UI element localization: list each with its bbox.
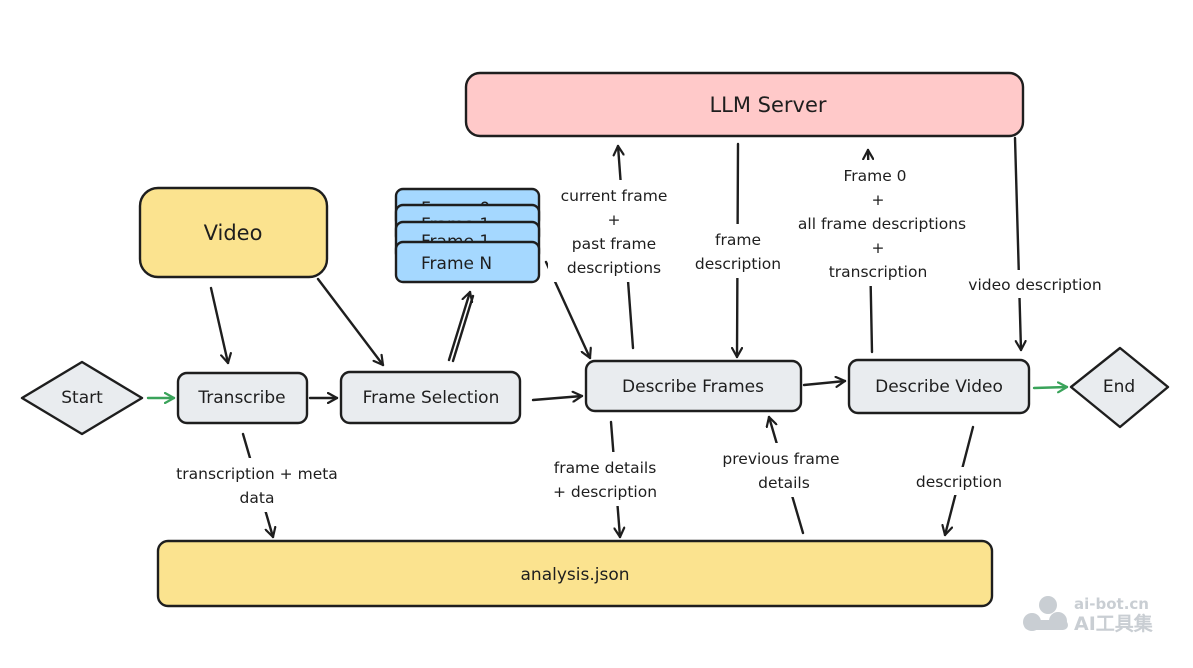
watermark-line2: AI工具集 [1074,612,1154,635]
describe-video-node: Describe Video [847,358,1031,415]
label-description: description [903,467,1015,495]
label-frame-description-line1: frame [715,231,761,249]
analysis-json-label: analysis.json [521,565,630,585]
label-previous-frame-line1: previous frame [722,450,839,468]
label-frame-details-line2: + description [553,483,657,501]
label-frame0-all-line1: Frame 0 [843,167,906,185]
arrow-video-to-frame-selection [316,277,385,367]
label-description-text: description [916,473,1002,491]
transcribe-node: Transcribe [176,371,309,425]
label-frame0-all: Frame 0 + all frame descriptions + trans… [782,160,984,286]
llm-server-label: LLM Server [709,93,826,117]
arrow-describe-frames-to-describe-video [802,381,847,385]
label-previous-frame-line2: details [758,474,810,492]
label-current-frame: current frame + past frame descriptions [548,180,682,282]
arrow-describe-video-to-end [1032,387,1069,388]
label-frame0-all-line4: + [872,239,885,257]
label-current-frame-line3: past frame [572,235,656,253]
describe-frames-node: Describe Frames [584,359,803,413]
start-node: Start [20,360,144,436]
watermark-line1: ai-bot.cn [1074,595,1149,613]
label-frame0-all-line3: all frame descriptions [798,215,966,233]
arrow-frame-selection-to-frames [447,290,470,362]
label-current-frame-line4: descriptions [567,259,661,277]
arrow-frame-selection-to-describe-frames [531,396,584,400]
transcribe-label: Transcribe [197,388,285,408]
start-label: Start [61,388,103,408]
watermark-logo-icon [1023,596,1068,631]
label-frame-description: frame description [686,224,790,278]
label-video-description: video description [955,270,1117,298]
label-frame0-all-line2: + [872,191,885,209]
frame-selection-label: Frame Selection [363,388,500,408]
label-frame-description-line2: description [695,255,781,273]
label-frame-details: frame details + description [538,452,672,506]
analysis-json-node: analysis.json [156,539,994,608]
label-transcription-meta: transcription + meta data [160,458,356,512]
label-frame-details-line1: frame details [554,459,657,477]
arrow-video-to-transcribe [209,286,228,365]
label-transcription-meta-line2: data [240,489,275,507]
video-node: Video [138,186,329,279]
label-transcription-meta-line1: transcription + meta [176,465,338,483]
frame-stack: Frame 0 Frame 1 Frame 1 Frame N [394,187,541,284]
video-label: Video [204,221,263,245]
frame-card-n-label: Frame N [421,254,492,274]
frame-selection-node: Frame Selection [339,370,522,425]
arrow-frame-selection-to-frames-double [451,294,475,363]
label-frame0-all-line5: transcription [829,263,928,281]
label-current-frame-line1: current frame [561,187,668,205]
llm-server-node: LLM Server [464,71,1025,138]
end-label: End [1103,377,1135,397]
label-current-frame-line2: + [608,211,621,229]
watermark: ai-bot.cn AI工具集 [1023,595,1154,635]
end-node: End [1069,346,1170,429]
label-video-description-text: video description [968,276,1101,294]
describe-video-label: Describe Video [875,377,1003,397]
arrow-llm-to-describe-video [1013,136,1021,352]
frame-card-n [394,240,541,284]
describe-frames-label: Describe Frames [622,377,764,397]
label-previous-frame: previous frame details [710,443,852,497]
